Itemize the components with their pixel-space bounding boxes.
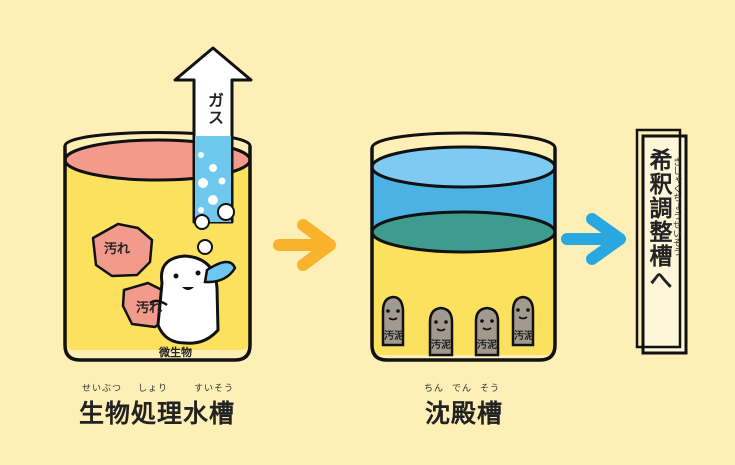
- tank2-rim: [370, 131, 557, 149]
- flow-arrow-blue: [561, 213, 626, 265]
- sludge-label-4: 汚泥: [514, 331, 534, 342]
- tank2-ruby-chin: ちん: [424, 384, 445, 394]
- tank2-ruby-den: でん: [452, 384, 473, 394]
- sludge-character-4: [511, 295, 535, 347]
- tank2-liquid: [372, 220, 555, 355]
- sludge-character-2: [428, 306, 454, 357]
- gas-arrow: [173, 46, 253, 224]
- dirt-label-1: 汚れ: [104, 242, 131, 257]
- dirt-label-2: 汚れ: [136, 301, 163, 316]
- tank2-teal-layer: [370, 210, 557, 254]
- microbe-label: 微生物: [159, 346, 192, 359]
- tank1-title: 生物処理水槽: [79, 399, 236, 428]
- gas-label: ガス: [205, 92, 224, 126]
- next-tank-ruby: きしゃくちょうせいそう: [671, 157, 681, 256]
- tank1-rim: [63, 131, 252, 147]
- gas-bubbles: [194, 203, 235, 255]
- sedimentation-tank: [370, 131, 557, 362]
- sludge-label-2: 汚泥: [431, 340, 451, 351]
- sludge-label-1: 汚泥: [384, 331, 404, 342]
- tank2-water-surface: [370, 145, 557, 189]
- bio-treatment-tank: [63, 46, 253, 362]
- flow-arrow-orange: [273, 219, 336, 271]
- sludge-label-3: 汚泥: [477, 340, 497, 351]
- sludge-character-3: [474, 306, 500, 357]
- dirt-blob-1: [91, 222, 154, 278]
- sludge-character-1: [381, 295, 405, 347]
- tank1-ruby-shori: しょり: [138, 384, 169, 394]
- tank2-title: 沈殿槽: [425, 399, 504, 428]
- tank1-ruby-suisou: すいそう: [194, 384, 235, 394]
- tank1-ruby-seibutsu: せいぶつ: [82, 384, 123, 394]
- tank2-ruby-sou: そう: [480, 384, 501, 394]
- microbe-character: [149, 254, 237, 345]
- next-tank-title: 希釈調整槽へ: [645, 148, 671, 292]
